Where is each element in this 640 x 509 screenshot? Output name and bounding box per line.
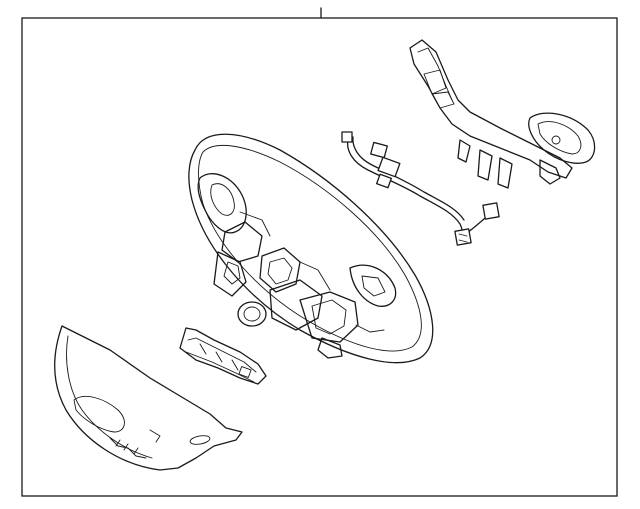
switch-bracket — [409, 39, 596, 189]
horn-bracket — [179, 327, 267, 385]
wiring-harness — [341, 131, 500, 246]
steering-wheel — [188, 133, 434, 364]
diagram-frame — [21, 17, 618, 497]
lower-cover — [54, 325, 243, 471]
